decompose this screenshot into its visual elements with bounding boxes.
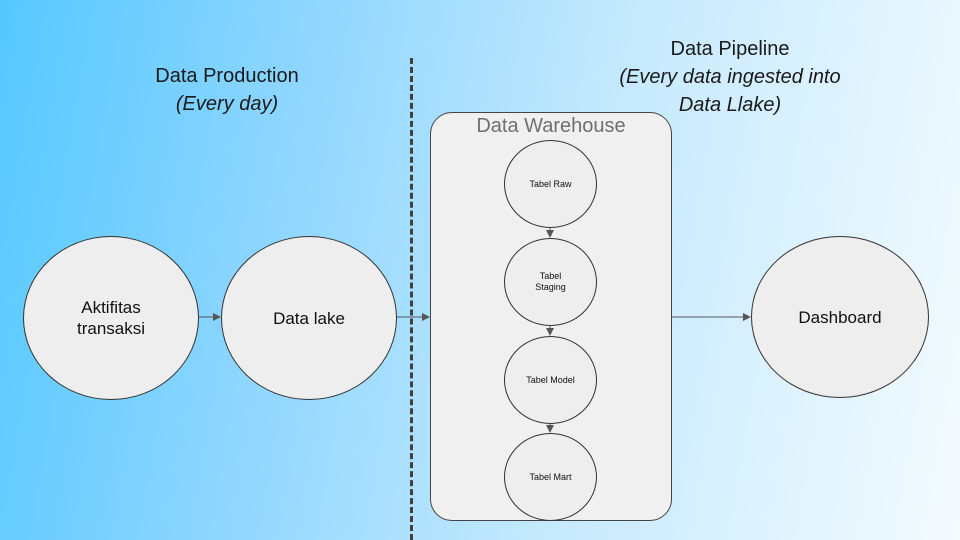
tabel-raw-node: Tabel Raw (504, 140, 597, 228)
aktifitas-label-line1: Aktifitas (81, 298, 141, 317)
data-pipeline-title: Data Pipeline (670, 38, 790, 60)
tabel-mart-label: Tabel Mart (529, 471, 572, 482)
tabel-model-label: Tabel Model (526, 374, 575, 385)
section-divider (410, 58, 413, 540)
tabel-staging-label-line1: Tabel (539, 271, 562, 281)
dashboard-label: Dashboard (798, 307, 882, 327)
tabel-model-node: Tabel Model (504, 336, 597, 424)
data-production-heading: Data Production (Every day) (117, 62, 337, 118)
dashboard-node: Dashboard (751, 236, 929, 398)
data-pipeline-subtitle-line2: Data Llake) (678, 94, 782, 116)
data-production-subtitle: (Every day) (175, 93, 279, 115)
aktifitas-transaksi-node: Aktifitas transaksi (23, 236, 199, 400)
data-lake-node: Data lake (221, 236, 397, 400)
tabel-mart-node: Tabel Mart (504, 433, 597, 521)
tabel-raw-label: Tabel Raw (529, 178, 572, 189)
data-lake-label: Data lake (273, 308, 345, 328)
tabel-staging-node: Tabel Staging (504, 238, 597, 326)
data-pipeline-heading: Data Pipeline (Every data ingested into … (580, 35, 880, 119)
data-warehouse-title: Data Warehouse (476, 115, 626, 137)
aktifitas-label-line2: transaksi (76, 319, 146, 338)
data-production-title: Data Production (155, 65, 299, 87)
tabel-staging-label-line2: Staging (535, 282, 566, 292)
data-pipeline-subtitle-line1: (Every data ingested into (619, 66, 841, 88)
